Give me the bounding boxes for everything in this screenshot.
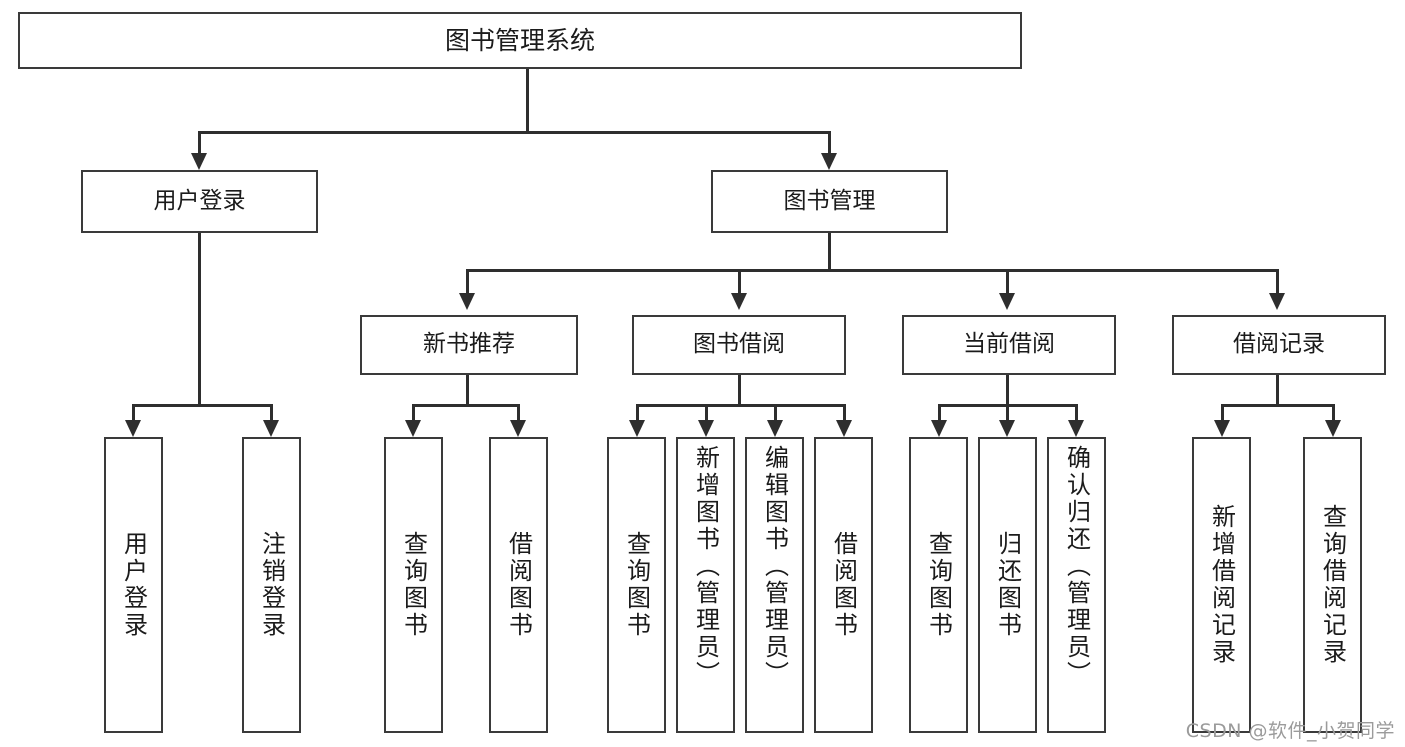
- connector-borrow-record-bar: [1221, 404, 1335, 407]
- arrowhead-to-current-borrow: [999, 293, 1015, 310]
- connector-current-borrow-stem: [1006, 375, 1009, 405]
- leaf-add-book-admin[interactable]: 新增图书（管理员）: [676, 437, 735, 733]
- node-book-borrow[interactable]: 图书借阅: [632, 315, 846, 375]
- arrowhead-book-borrow-leaf-3: [767, 420, 783, 437]
- connector-borrow-record-leaf-2: [1332, 404, 1335, 422]
- leaf-edit-book-admin[interactable]: 编辑图书（管理员）: [745, 437, 804, 733]
- arrowhead-borrow-record-leaf-1: [1214, 420, 1230, 437]
- arrowhead-new-book-leaf-1: [405, 420, 421, 437]
- connector-book-borrow-leaf-1: [636, 404, 639, 422]
- node-new-book-recommend[interactable]: 新书推荐: [360, 315, 578, 375]
- node-label: 新增借阅记录: [1207, 504, 1236, 666]
- node-label: 图书管理: [783, 187, 876, 214]
- connector-new-book-stem: [466, 375, 469, 405]
- leaf-query-book-recommend[interactable]: 查询图书: [384, 437, 443, 733]
- node-label: 图书借阅: [693, 331, 785, 358]
- leaf-confirm-return-admin[interactable]: 确认归还（管理员）: [1047, 437, 1106, 733]
- node-label: 编辑图书（管理员）: [760, 445, 789, 688]
- connector-to-book-borrow: [738, 269, 741, 295]
- node-label: 借阅记录: [1233, 331, 1325, 358]
- arrowhead-borrow-record-leaf-2: [1325, 420, 1341, 437]
- leaf-add-borrow-record[interactable]: 新增借阅记录: [1192, 437, 1251, 733]
- leaf-query-book-current[interactable]: 查询图书: [909, 437, 968, 733]
- node-label: 借阅图书: [829, 531, 858, 639]
- arrowhead-book-borrow-leaf-4: [836, 420, 852, 437]
- connector-user-login-leaf-2: [270, 404, 273, 422]
- arrowhead-to-user-login: [191, 153, 207, 170]
- connector-new-book-leaf-1: [412, 404, 415, 422]
- node-current-borrow[interactable]: 当前借阅: [902, 315, 1116, 375]
- arrowhead-to-borrow-record: [1269, 293, 1285, 310]
- leaf-query-book[interactable]: 查询图书: [607, 437, 666, 733]
- connector-to-book-manage: [828, 131, 831, 155]
- connector-current-borrow-leaf-1: [938, 404, 941, 422]
- connector-to-borrow-record: [1276, 269, 1279, 295]
- node-label: 图书管理系统: [444, 25, 595, 55]
- arrowhead-book-borrow-leaf-1: [629, 420, 645, 437]
- node-label: 注销登录: [257, 531, 286, 639]
- connector-book-borrow-stem: [738, 375, 741, 405]
- connector-root-bar: [198, 131, 830, 134]
- leaf-borrow-book[interactable]: 借阅图书: [814, 437, 873, 733]
- node-label: 查询图书: [399, 531, 428, 639]
- arrowhead-user-login-leaf-2: [263, 420, 279, 437]
- connector-user-login-leaf-1: [132, 404, 135, 422]
- arrowhead-user-login-leaf-1: [125, 420, 141, 437]
- arrowhead-current-borrow-leaf-2: [999, 420, 1015, 437]
- connector-current-borrow-leaf-3: [1075, 404, 1078, 422]
- arrowhead-to-new-book: [459, 293, 475, 310]
- connector-book-borrow-leaf-3: [774, 404, 777, 422]
- connector-current-borrow-leaf-2: [1006, 404, 1009, 422]
- connector-book-manage-stem: [828, 233, 831, 271]
- leaf-return-book[interactable]: 归还图书: [978, 437, 1037, 733]
- node-label: 查询借阅记录: [1318, 504, 1347, 666]
- connector-user-login-bar: [132, 404, 273, 407]
- connector-root-stem: [526, 69, 529, 131]
- node-label: 查询图书: [622, 531, 651, 639]
- connector-book-borrow-leaf-2: [705, 404, 708, 422]
- node-label: 新书推荐: [423, 331, 515, 358]
- connector-borrow-record-leaf-1: [1221, 404, 1224, 422]
- connector-user-login-stem: [198, 233, 201, 406]
- node-label: 当前借阅: [963, 331, 1055, 358]
- arrowhead-new-book-leaf-2: [510, 420, 526, 437]
- node-label: 用户登录: [153, 187, 246, 214]
- connector-to-new-book: [466, 269, 469, 295]
- leaf-borrow-book-recommend[interactable]: 借阅图书: [489, 437, 548, 733]
- connector-book-borrow-bar: [636, 404, 843, 407]
- arrowhead-current-borrow-leaf-1: [931, 420, 947, 437]
- leaf-logout[interactable]: 注销登录: [242, 437, 301, 733]
- node-borrow-record[interactable]: 借阅记录: [1172, 315, 1386, 375]
- node-label: 查询图书: [924, 531, 953, 639]
- node-label: 新增图书（管理员）: [691, 445, 720, 688]
- node-label: 用户登录: [119, 531, 148, 639]
- node-label: 确认归还（管理员）: [1062, 445, 1091, 688]
- node-book-management[interactable]: 图书管理: [711, 170, 948, 233]
- connector-level3-bar: [466, 269, 1278, 272]
- connector-borrow-record-stem: [1276, 375, 1279, 405]
- node-label: 借阅图书: [504, 531, 533, 639]
- connector-new-book-leaf-2: [517, 404, 520, 422]
- node-root-system[interactable]: 图书管理系统: [18, 12, 1022, 69]
- connector-to-user-login: [198, 131, 201, 155]
- connector-new-book-bar: [412, 404, 520, 407]
- leaf-query-borrow-record[interactable]: 查询借阅记录: [1303, 437, 1362, 733]
- leaf-user-login[interactable]: 用户登录: [104, 437, 163, 733]
- node-label: 归还图书: [993, 531, 1022, 639]
- connector-to-current-borrow: [1006, 269, 1009, 295]
- node-user-login[interactable]: 用户登录: [81, 170, 318, 233]
- arrowhead-to-book-borrow: [731, 293, 747, 310]
- arrowhead-current-borrow-leaf-3: [1068, 420, 1084, 437]
- connector-book-borrow-leaf-4: [843, 404, 846, 422]
- arrowhead-book-borrow-leaf-2: [698, 420, 714, 437]
- arrowhead-to-book-manage: [821, 153, 837, 170]
